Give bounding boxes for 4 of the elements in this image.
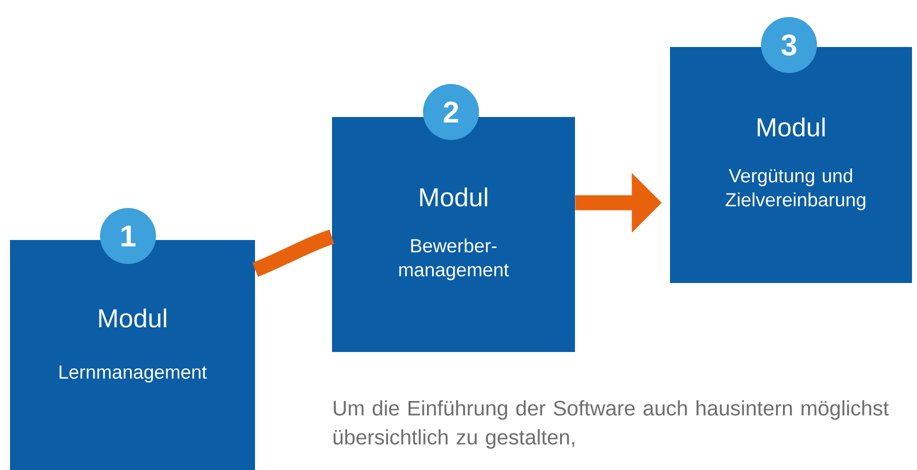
description-text: Um die Einführung der Software auch hausintern möglichst übersichtlich zu gestalten, xyxy=(334,400,889,449)
number-badge: 1 xyxy=(100,208,156,264)
number-badge: 3 xyxy=(761,17,817,73)
number-badge: 2 xyxy=(423,84,479,140)
